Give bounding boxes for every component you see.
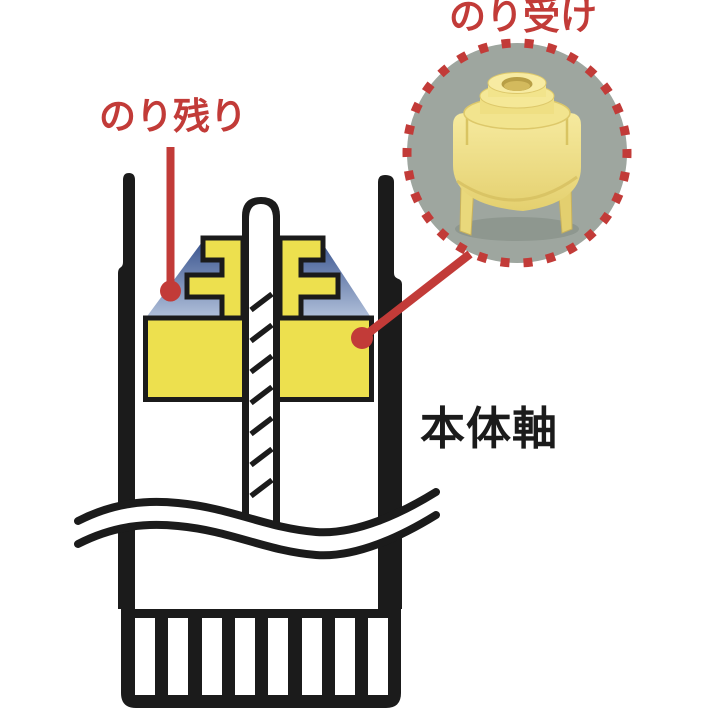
leader-dot-receiver [351,327,373,349]
leader-lines [160,147,473,349]
dashed-circle-border [402,38,632,268]
tube-wall-right [378,175,402,609]
grip-base [121,609,401,708]
callout-circle [402,38,632,268]
screw-thread-lines [249,291,274,499]
tube-wall-left [118,173,135,609]
break-wave-lines [74,488,440,560]
body-shaft-label: 本体軸 [420,402,559,455]
glue-residue-label: のり残り [99,95,247,138]
glue-receiver-photo [453,72,581,241]
leader-dot-residue [160,280,181,302]
glue-receiver-label: のり受け [449,0,597,38]
grip-base-slots [135,618,388,695]
leader-line-receiver [359,250,473,342]
glue-receiver-cross-section [143,235,374,402]
screw-shaft [242,197,280,535]
